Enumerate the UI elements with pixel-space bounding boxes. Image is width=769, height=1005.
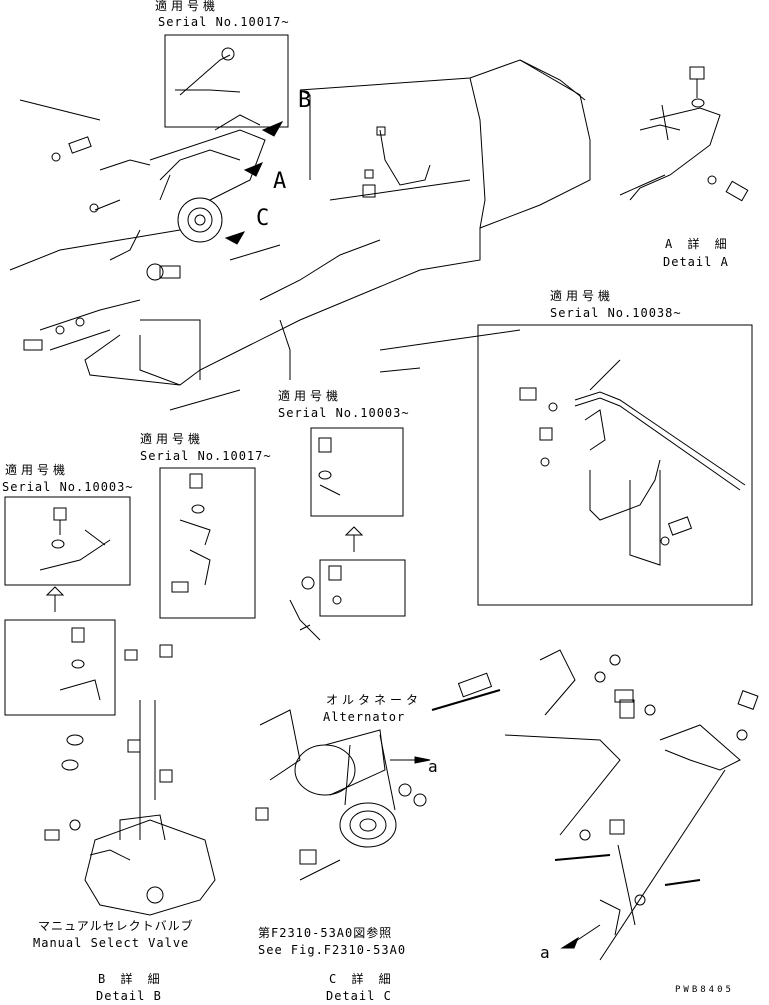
applicability-b-left-jp: 適用号機 [5,463,70,477]
main-view-engine-cluster [94,114,266,261]
view-letter-a: A [273,169,287,194]
detail-a-en: Detail A [663,255,729,269]
applicability-c-jp: 適用号機 [278,389,343,403]
see-fig-en: See Fig.F2310-53A0 [258,943,407,957]
arrow-a-icon [243,162,263,177]
applicability-right-jp: 適用号機 [550,289,615,303]
applicability-box-top [164,34,289,128]
applicability-b-left-serial: Serial No.10003~ [2,480,134,494]
applicability-box-c-lower [319,559,406,617]
left-fasteners [23,136,181,351]
up-arrow-b-icon [45,586,65,612]
b-lower-box-drawing [59,627,101,701]
applicability-box-b-lower [4,619,116,716]
top-box-harness [175,47,241,96]
drawing-code: PWB8405 [675,985,734,995]
c-box-drawing [318,437,341,496]
b-left-box-drawing [39,507,111,571]
right-lower-linkage [504,649,759,961]
applicability-b-mid-serial: Serial No.10017~ [140,449,272,463]
detail-b-en: Detail B [96,989,162,1003]
detail-a-jp: A 詳 細 [665,237,731,251]
detail-c-jp: C 詳 細 [329,972,395,986]
detail-a-drawing [619,66,749,202]
detail-b-jp: B 詳 細 [98,972,164,986]
up-arrow-c-icon [344,526,364,552]
arrow-a-c-label: a [428,757,438,776]
detail-c-en: Detail C [326,989,392,1003]
applicability-c-serial: Serial No.10003~ [278,406,410,420]
applicability-box-c [310,427,404,517]
view-letter-b: B [298,88,312,113]
view-letter-c: C [256,206,270,231]
applicability-top-jp: 適用号機 [155,0,220,13]
detail-c-alternator-drawing [255,576,501,881]
right-box-drawing [519,359,746,566]
manual-select-valve-en: Manual Select Valve [33,936,190,950]
manual-select-valve-jp: マニュアルセレクトバルブ [38,919,194,933]
machine-body [9,59,591,411]
b-mid-box-drawing [171,473,211,593]
applicability-box-b-left [4,496,131,586]
applicability-right-serial: Serial No.10038~ [550,306,682,320]
arrow-a-right-label: a [540,943,550,962]
detail-b-valve-drawing [44,644,216,916]
c-lower-box-drawing [328,565,342,605]
applicability-top-serial: Serial No.10017~ [158,15,290,29]
alternator-jp: オルタネータ [326,693,423,707]
arrow-a-c-icon [414,756,431,764]
applicability-b-mid-jp: 適用号機 [140,432,205,446]
arrow-c-icon [224,231,246,245]
arrow-b-icon [261,120,284,137]
applicability-box-b-mid [159,467,256,619]
ground-cable [362,126,431,198]
see-fig-jp: 第F2310-53A0図参照 [258,926,393,940]
arrow-a-right-icon [560,936,580,949]
alternator-en: Alternator [323,710,406,724]
applicability-box-right [477,324,753,606]
